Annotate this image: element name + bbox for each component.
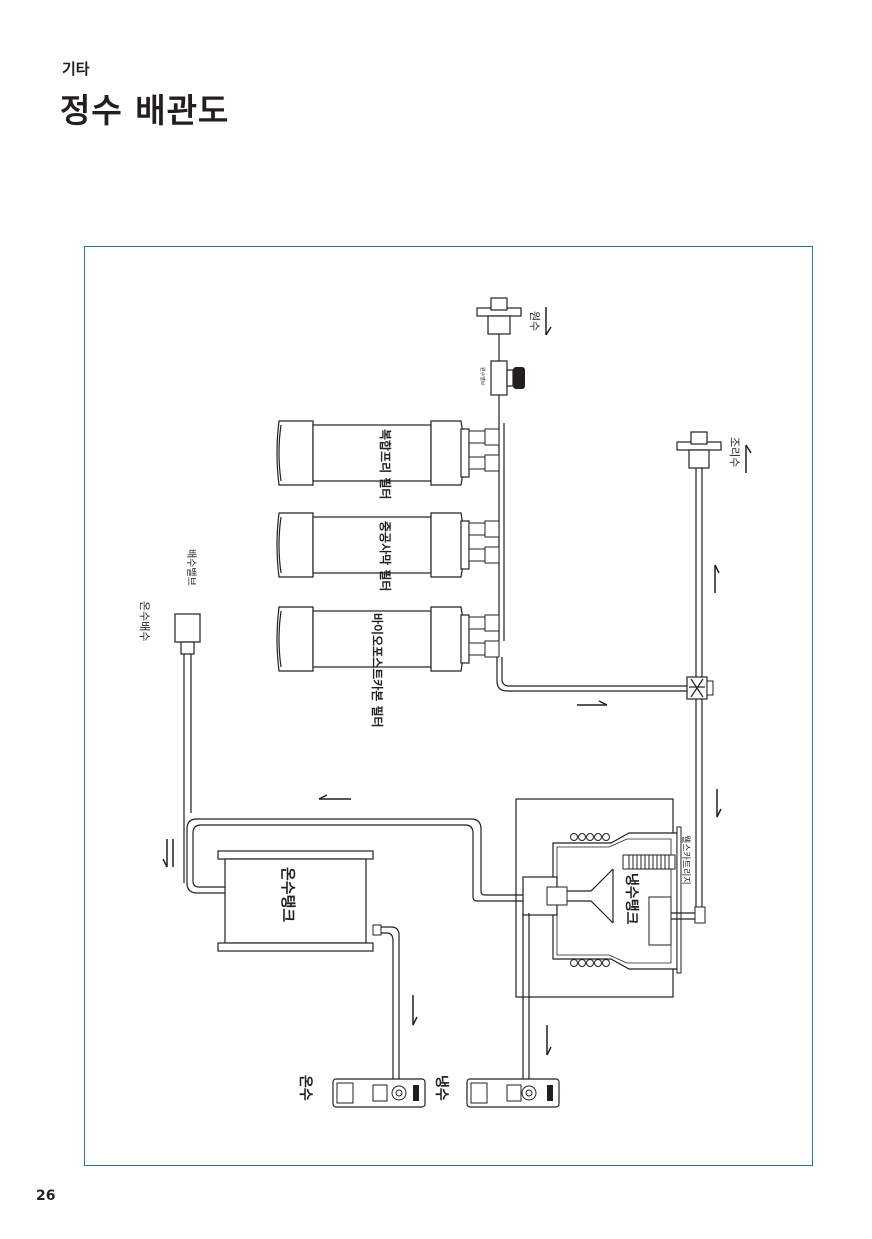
flow-arrow-icon bbox=[545, 307, 552, 336]
tee-joint bbox=[686, 676, 714, 700]
flow-arrow-icon bbox=[714, 564, 720, 593]
inlet-valve bbox=[490, 360, 525, 423]
flow-arrow-icon bbox=[318, 794, 351, 800]
cold-water-label: 냉수 bbox=[433, 1075, 449, 1101]
cooking-water-faucet bbox=[676, 431, 722, 469]
inlet-faucet bbox=[476, 297, 522, 361]
cooking-water-label: 조리수 bbox=[728, 437, 741, 467]
flow-arrow-icon bbox=[745, 444, 752, 473]
water-inlet-label: 원수 bbox=[528, 311, 541, 331]
hot-tank bbox=[217, 850, 382, 952]
hot-water-label: 온수 bbox=[297, 1075, 313, 1101]
bio-carbon-filter bbox=[276, 606, 500, 672]
flow-arrow-icon bbox=[412, 995, 418, 1026]
drain-valve bbox=[174, 613, 201, 883]
cooling-coil-icon bbox=[570, 833, 610, 841]
hot-tank-label: 온수탱크 bbox=[279, 867, 297, 922]
page-number: 26 bbox=[36, 1188, 56, 1204]
piping-diagram: 원수 원수밸브 복합프리 필터 bbox=[138, 297, 752, 1108]
cold-water-faucet bbox=[466, 1078, 560, 1108]
cold-tank-label: 냉수탱크 bbox=[623, 873, 640, 925]
membrane-filter-label: 중공사막 필터 bbox=[378, 521, 393, 591]
cooling-coil-icon bbox=[570, 959, 610, 967]
page-title: 정수 배관도 bbox=[60, 91, 230, 130]
bio-carbon-filter-label: 바이오포스트카본 필터 bbox=[370, 613, 385, 728]
manifold-block bbox=[522, 868, 614, 924]
flow-arrow-icon bbox=[546, 1025, 552, 1056]
uv-cartridge bbox=[622, 854, 676, 870]
flow-arrow-icon bbox=[716, 789, 722, 818]
flow-arrow-icon bbox=[577, 700, 608, 706]
hot-water-faucet bbox=[332, 1078, 426, 1108]
flow-arrow-icon bbox=[162, 839, 174, 868]
uv-cartridge-label: 웰스카트리지 bbox=[680, 835, 691, 885]
piping-diagram-frame: 원수 원수밸브 복합프리 필터 bbox=[84, 246, 813, 1166]
membrane-filter bbox=[276, 512, 500, 578]
inlet-valve-label: 원수밸브 bbox=[479, 367, 486, 386]
section-label: 기타 bbox=[62, 60, 90, 78]
composite-filter-label: 복합프리 필터 bbox=[378, 429, 393, 499]
hot-drain-label: 온수배수 bbox=[138, 601, 151, 641]
composite-filter bbox=[276, 420, 500, 486]
cold-tank bbox=[552, 826, 706, 974]
drain-valve-label: 배수밸브 bbox=[185, 549, 197, 586]
